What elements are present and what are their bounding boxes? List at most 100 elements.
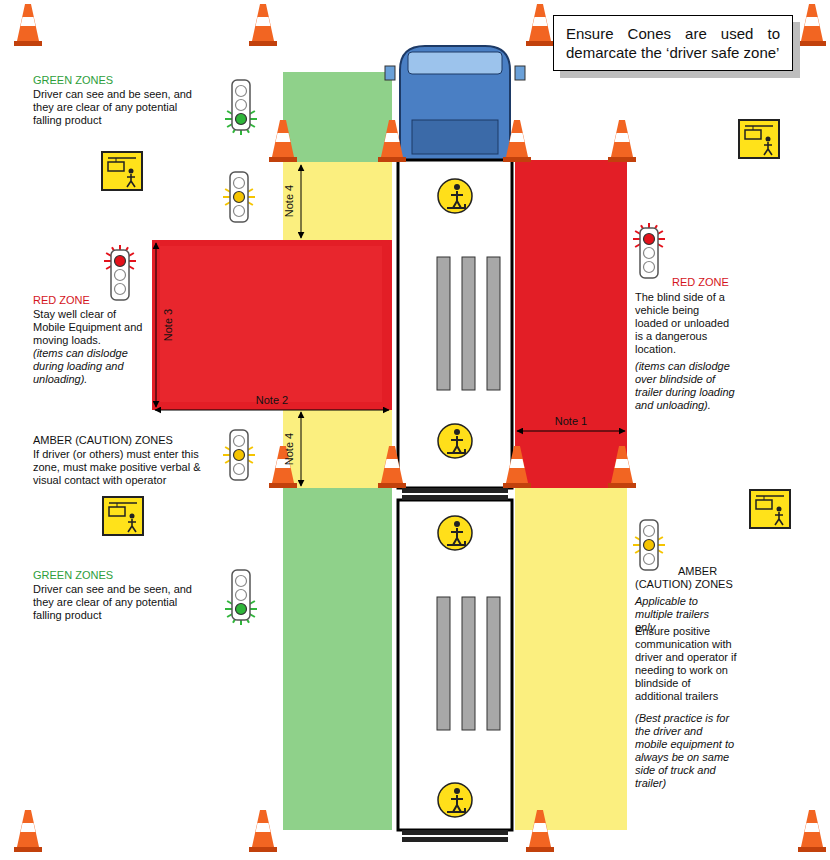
trailer [398,160,512,488]
cone-band [385,459,400,468]
cone-body [611,446,633,483]
note-box: Ensure Cones are used to demarcate the ‘… [553,15,793,71]
sign-load [108,162,124,171]
light-lamp [234,192,245,203]
traffic-cone [249,810,277,852]
axle [402,488,508,493]
cone-body [506,120,528,157]
cab-roof [408,52,502,74]
light-lamp [234,178,245,189]
cone-base [249,847,277,852]
red-zone [515,160,627,488]
load-slat [487,257,500,390]
truck-cab [400,46,510,160]
traffic-light [633,223,665,278]
zone-heading: GREEN ZONES [33,569,203,582]
cone-base [269,483,297,488]
driver-body [447,191,465,208]
traffic-light [104,245,136,300]
zone-note: (items can dislodge over blindside of tr… [635,360,739,412]
driver-disc [438,783,472,817]
cone-base [378,157,406,162]
cone-band [21,17,36,26]
driver-head [454,184,460,190]
cab-rear [412,120,498,154]
dimension-note: Note 4 [283,185,296,217]
light-glow [223,454,230,456]
light-housing [230,430,248,480]
traffic-cone [798,4,826,46]
light-lamp [234,450,245,461]
cone-body [272,120,294,157]
light-glow [104,260,111,262]
light-glow [250,118,257,120]
light-housing [232,80,250,130]
light-glow [223,196,230,198]
sign-person [127,174,135,187]
sign-person [777,507,782,512]
cone-body [611,120,633,157]
dimension-note: Note 1 [555,415,587,428]
traffic-cone [378,120,406,162]
zone-description: Stay well clear of Mobile Equipment and … [33,308,148,347]
dimension-line [517,431,625,432]
cone-body [801,810,823,847]
cone-body [801,4,823,41]
mirror [515,66,525,80]
zone-description: Ensure positive communication with drive… [635,625,737,703]
warning-sign [103,497,143,535]
light-glow [658,238,665,240]
icon-group [14,4,826,852]
light-glow [633,238,640,240]
load-slat [462,597,475,730]
cone-band [533,823,548,832]
traffic-cone [526,4,554,46]
traffic-cone [249,4,277,46]
zone-description: Driver can see and be seen, and they are… [33,583,198,622]
red-zone-inner [160,246,382,402]
light-glow [248,454,255,456]
cone-band [510,459,525,468]
traffic-light [633,520,665,570]
cone-base [249,41,277,46]
cone-band [256,823,271,832]
light-housing [111,250,129,300]
driver-disc [438,424,472,458]
cone-base [503,483,531,488]
sign-person [766,137,771,142]
cone-band [533,17,548,26]
driver-disc [438,516,472,550]
traffic-cone [608,446,636,488]
traffic-cone [14,4,42,46]
sign-plate [103,497,143,535]
traffic-light [225,80,257,135]
mirror [385,66,395,80]
light-lamp [644,262,655,273]
cone-body [17,810,39,847]
zone-heading: AMBER (CAUTION) ZONES [33,434,223,447]
traffic-cone [798,810,826,852]
axle [402,830,508,835]
cone-body [252,810,274,847]
driver-body [447,528,465,545]
light-glow [250,608,257,610]
traffic-cone [269,120,297,162]
light-lamp [644,234,655,245]
cone-base [798,41,826,46]
sign-person [130,514,135,519]
traffic-cone [14,810,42,852]
traffic-cone [503,120,531,162]
driver-head [454,429,460,435]
light-lamp [234,464,245,475]
light-lamp [236,604,247,615]
load-slat [462,257,475,390]
dimension-note: Note 3 [162,309,175,341]
warning-sign [102,152,142,190]
driver-icon [438,783,472,817]
cone-band [805,17,820,26]
warning-sign [750,490,790,528]
traffic-cone [378,446,406,488]
green-zone [283,72,392,162]
sign-line [756,495,784,497]
